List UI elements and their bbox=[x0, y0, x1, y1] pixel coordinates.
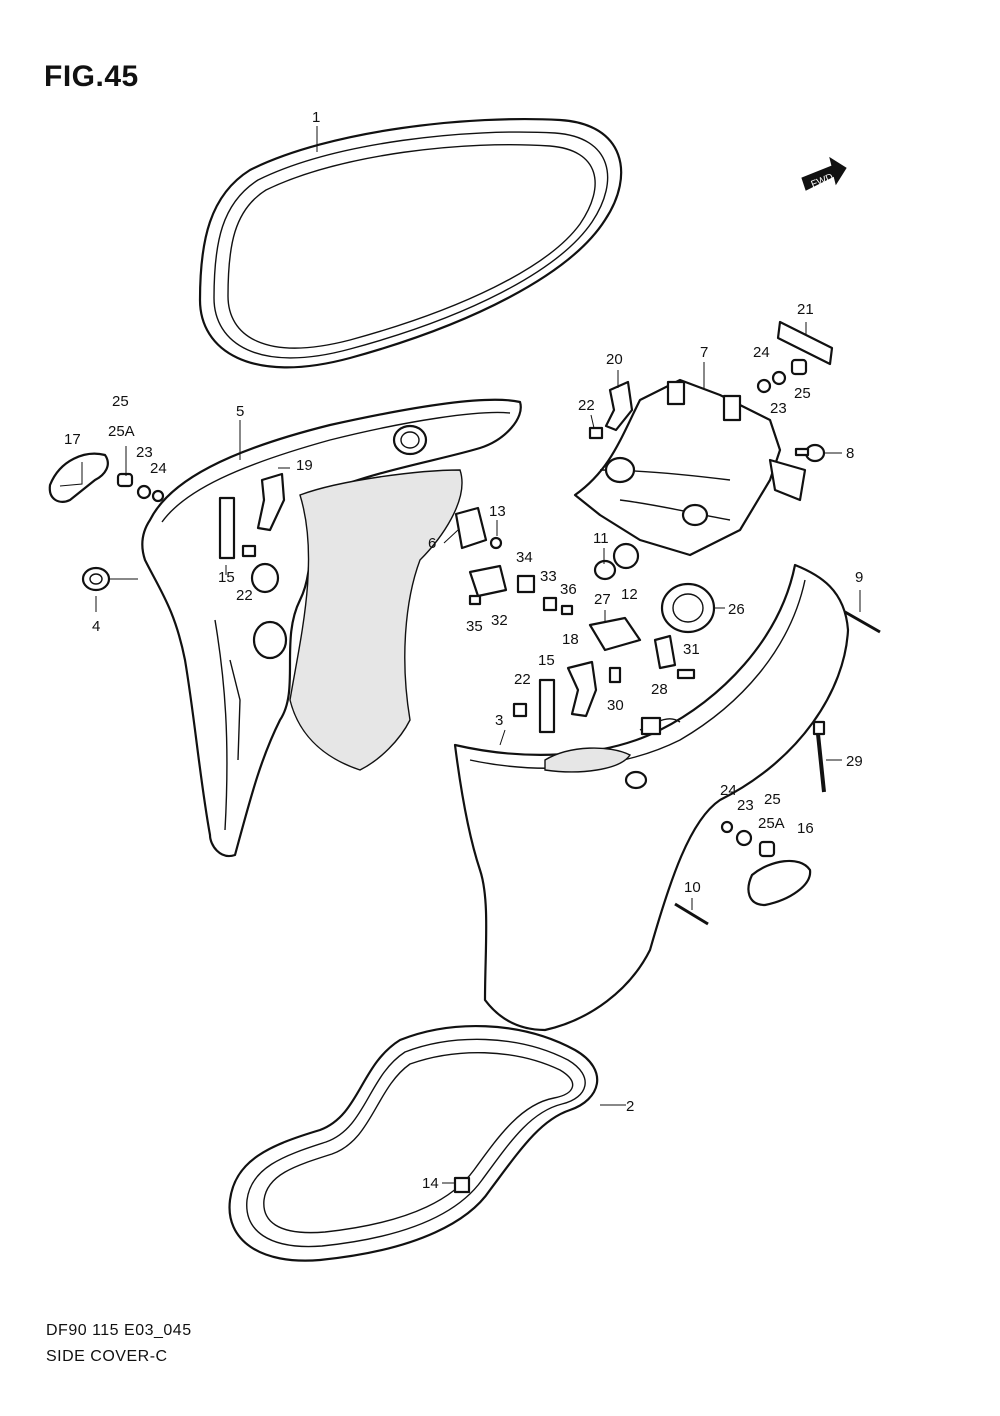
callout-33: 33 bbox=[540, 568, 557, 585]
callout-5: 5 bbox=[236, 403, 244, 420]
callout-15-left: 15 bbox=[218, 569, 235, 586]
callout-24-right: 24 bbox=[720, 782, 737, 799]
callout-30: 30 bbox=[607, 697, 624, 714]
callout-23-top: 23 bbox=[770, 400, 787, 417]
callout-28: 28 bbox=[651, 681, 668, 698]
callout-4: 4 bbox=[92, 618, 100, 635]
callout-13: 13 bbox=[489, 503, 506, 520]
callout-1: 1 bbox=[312, 109, 320, 126]
upper-mount-bracket bbox=[573, 378, 807, 557]
callout-35: 35 bbox=[466, 618, 483, 635]
callout-25-top: 25 bbox=[794, 385, 811, 402]
figure-code: DF90 115 E03_045 bbox=[46, 1322, 192, 1339]
callout-21: 21 bbox=[797, 301, 814, 318]
callout-24-left: 24 bbox=[150, 460, 167, 477]
callout-11: 11 bbox=[593, 530, 609, 547]
callout-23-left: 23 bbox=[136, 444, 153, 461]
callout-23-right: 23 bbox=[737, 797, 754, 814]
callout-15-right: 15 bbox=[538, 652, 555, 669]
callout-34: 34 bbox=[516, 549, 533, 566]
callout-6: 6 bbox=[428, 535, 436, 552]
callout-31: 31 bbox=[683, 641, 700, 658]
callout-25A-left: 25A bbox=[108, 423, 135, 440]
callout-19: 19 bbox=[296, 457, 313, 474]
callout-25A-right: 25A bbox=[758, 815, 785, 832]
left-side-cover bbox=[141, 398, 522, 858]
leader-lines bbox=[59, 126, 861, 1184]
callout-8: 8 bbox=[846, 445, 854, 462]
figure-name: SIDE COVER-C bbox=[46, 1348, 168, 1365]
callout-16: 16 bbox=[797, 820, 814, 837]
callout-22-left: 22 bbox=[236, 587, 253, 604]
callout-9: 9 bbox=[855, 569, 863, 586]
upper-seal-ring bbox=[198, 117, 623, 369]
callout-25-right: 25 bbox=[764, 791, 781, 808]
callout-22-right: 22 bbox=[514, 671, 531, 688]
callout-24-top: 24 bbox=[753, 344, 770, 361]
callout-36: 36 bbox=[560, 581, 577, 598]
callout-3: 3 bbox=[495, 712, 503, 729]
callout-27: 27 bbox=[594, 591, 611, 608]
callout-2: 2 bbox=[626, 1098, 634, 1115]
callout-10: 10 bbox=[684, 879, 701, 896]
callout-labels: 1 2 3 4 5 6 7 8 9 10 11 12 13 14 15 15 1… bbox=[64, 109, 863, 1192]
callout-18: 18 bbox=[562, 631, 579, 648]
fwd-arrow-icon: FWD bbox=[801, 156, 847, 191]
callout-32: 32 bbox=[491, 612, 508, 629]
callout-7: 7 bbox=[700, 344, 708, 361]
figure-title: FIG.45 bbox=[44, 60, 139, 93]
callout-14: 14 bbox=[422, 1175, 439, 1192]
callout-26: 26 bbox=[728, 601, 745, 618]
right-side-cover bbox=[453, 563, 850, 1032]
lower-seal-ring bbox=[228, 1024, 599, 1262]
callout-29: 29 bbox=[846, 753, 863, 770]
callout-17: 17 bbox=[64, 431, 81, 448]
callout-20: 20 bbox=[606, 351, 623, 368]
callout-12: 12 bbox=[621, 586, 638, 603]
callout-25-left: 25 bbox=[112, 393, 129, 410]
hardware-parts bbox=[48, 320, 881, 1194]
callout-22-top: 22 bbox=[578, 397, 595, 414]
